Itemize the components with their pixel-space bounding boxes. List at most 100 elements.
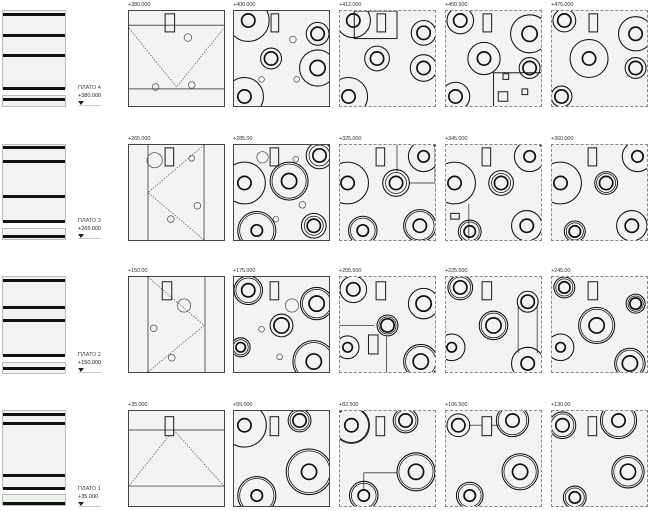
ring-circle	[237, 210, 277, 240]
sightline-dotted	[173, 429, 224, 487]
core-circle	[520, 355, 536, 371]
core-circle	[493, 175, 509, 191]
plan-drawing	[552, 11, 647, 106]
ring-circle	[340, 76, 369, 106]
shaft-rect	[588, 13, 599, 33]
ring-circle	[552, 333, 575, 362]
plan-drawing	[340, 145, 435, 240]
ring-circle	[616, 349, 644, 372]
core-circle	[417, 149, 431, 163]
core-circle	[310, 26, 326, 42]
column-circle	[151, 83, 160, 91]
core-circle	[447, 175, 463, 191]
ring-circle	[516, 290, 539, 313]
level-plan-panel	[339, 276, 436, 373]
column-circle	[183, 33, 193, 42]
plan-drawing	[234, 411, 329, 506]
floor-slab-line	[3, 279, 65, 282]
ring-circle	[594, 171, 619, 195]
ring-circle	[503, 455, 537, 489]
ring-circle	[491, 173, 511, 193]
core-circle	[447, 88, 464, 105]
core-circle	[311, 147, 328, 163]
plan-drawing	[446, 145, 541, 240]
ring-circle	[392, 411, 419, 434]
ring-circle	[299, 286, 329, 321]
ring-circle	[410, 19, 435, 46]
ring-circle	[459, 221, 480, 240]
core-circle	[236, 417, 252, 433]
ring-circle	[511, 346, 541, 372]
ring-circle	[305, 21, 329, 46]
floor-slab-line	[3, 195, 65, 198]
ring-circle	[340, 277, 368, 304]
floor-slab-line	[3, 487, 65, 490]
column-circle	[258, 76, 265, 83]
elevation-label: +205.500	[339, 268, 362, 274]
level-plan-panel	[551, 276, 648, 373]
ring-circle	[446, 81, 471, 106]
ring-circle	[611, 455, 645, 489]
elevation-label: +55.000	[233, 402, 253, 408]
ring-circle	[457, 219, 482, 240]
elevation-label: +475.000	[551, 2, 574, 8]
core-circle	[554, 341, 567, 353]
ring-circle	[562, 485, 587, 506]
shaft-rect	[481, 281, 493, 301]
shaft-rect	[269, 416, 280, 437]
column-circle	[293, 76, 300, 83]
ring-circle	[269, 313, 294, 338]
level-plan-panel	[128, 144, 225, 241]
ring-circle	[340, 335, 360, 360]
column-circle	[298, 201, 307, 209]
plateau-elevation: +35.000	[78, 494, 99, 500]
floor-slab-line	[3, 354, 65, 357]
core-circle	[273, 316, 290, 334]
plan-drawing	[234, 277, 329, 372]
sightline-dotted	[147, 277, 205, 372]
ring-circle	[621, 145, 647, 173]
ring-circle	[348, 480, 379, 506]
ring-circle	[396, 452, 435, 492]
shaft-rect	[164, 416, 175, 437]
column-circle	[284, 298, 299, 313]
ring-circle	[234, 337, 251, 358]
core-circle	[416, 25, 432, 41]
ring-circle	[552, 161, 582, 205]
ring-circle	[394, 411, 417, 432]
core-circle	[340, 175, 356, 191]
ring-circle	[234, 76, 264, 106]
ring-circle	[599, 411, 638, 440]
ring-circle	[552, 411, 577, 440]
core-circle	[476, 50, 492, 67]
elevation-label: +380.000	[128, 2, 151, 8]
level-marker-icon	[78, 101, 84, 105]
column-circle	[256, 151, 269, 164]
core-circle	[629, 297, 643, 311]
floor-slab-line	[3, 502, 65, 505]
shaft-rect	[587, 416, 598, 437]
sightline-dotted	[147, 145, 205, 240]
ring-circle	[614, 347, 646, 372]
ring-circle	[488, 170, 514, 196]
ring-circle	[308, 145, 329, 167]
ring-circle	[285, 448, 329, 496]
elevation-label: +150.00	[128, 268, 148, 274]
shaft-rect	[587, 147, 598, 167]
ring-circle	[294, 342, 329, 372]
level-line	[78, 105, 101, 106]
floor-slab-line	[3, 146, 65, 149]
core-circle	[415, 295, 433, 313]
shaft-rect	[269, 281, 280, 301]
core-circle	[568, 224, 582, 239]
core-circle	[553, 175, 569, 191]
ring-circle	[403, 209, 435, 240]
core-circle	[621, 354, 639, 372]
ring-circle	[449, 277, 472, 299]
column-circle	[289, 35, 297, 44]
ring-circle	[405, 211, 435, 240]
ring-circle	[234, 411, 267, 448]
column-circle	[193, 202, 202, 210]
elevation-label: +360.000	[551, 136, 574, 142]
shaft-rect	[164, 147, 175, 167]
